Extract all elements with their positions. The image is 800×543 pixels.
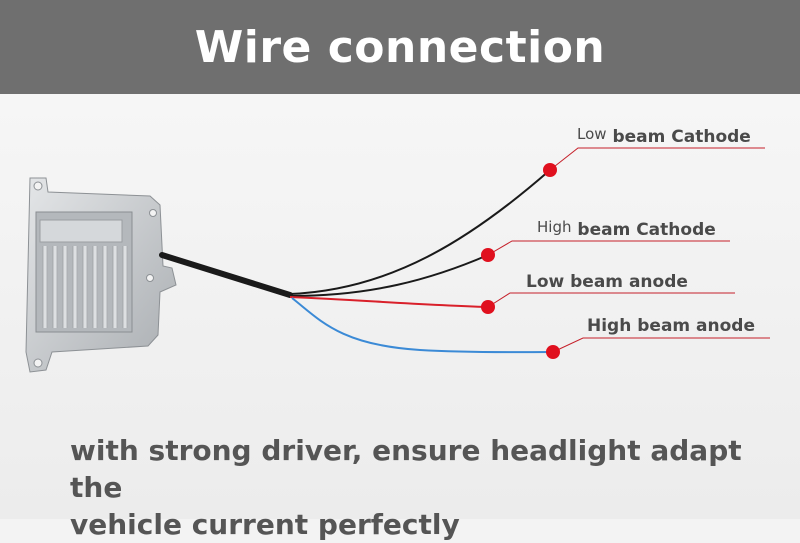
label-low-beam-cathode-prefix: Low [577, 125, 607, 143]
wire-high-beam-anode [291, 297, 554, 354]
wire-high-beam-cathode [289, 254, 489, 297]
label-high-beam-cathode-prefix: High [537, 218, 572, 236]
caption-line-2: vehicle current perfectly [70, 508, 460, 541]
dot-low-beam-cathode [543, 163, 557, 177]
label-low-beam-cathode: Low beam Cathode [577, 125, 751, 147]
dot-low-beam-anode [481, 300, 495, 314]
title-banner: Wire connection [0, 0, 800, 94]
label-low-beam-cathode-main: beam Cathode [612, 127, 751, 147]
wiring-diagram [25, 147, 770, 373]
wire-low-beam-cathode [289, 169, 551, 295]
label-high-beam-cathode-main: beam Cathode [577, 220, 716, 240]
caption-line-1: with strong driver, ensure headlight ada… [70, 434, 742, 504]
page-title: Wire connection [194, 21, 606, 73]
caption: with strong driver, ensure headlight ada… [70, 432, 770, 543]
label-high-beam-cathode: High beam Cathode [537, 218, 716, 240]
leader-low-beam-anode [487, 292, 735, 308]
dot-high-beam-anode [546, 345, 560, 359]
leader-low-beam-cathode [549, 147, 765, 171]
label-low-beam-anode: Low beam anode [526, 272, 688, 292]
leader-high-beam-cathode [487, 240, 730, 256]
wire-low-beam-anode [289, 296, 489, 308]
leader-high-beam-anode [552, 337, 770, 353]
main-cable [159, 252, 293, 298]
heat-sink-fins-icon [42, 246, 128, 328]
driver-module-icon [25, 177, 177, 373]
dot-high-beam-cathode [481, 248, 495, 262]
label-high-beam-anode: High beam anode [587, 316, 755, 336]
